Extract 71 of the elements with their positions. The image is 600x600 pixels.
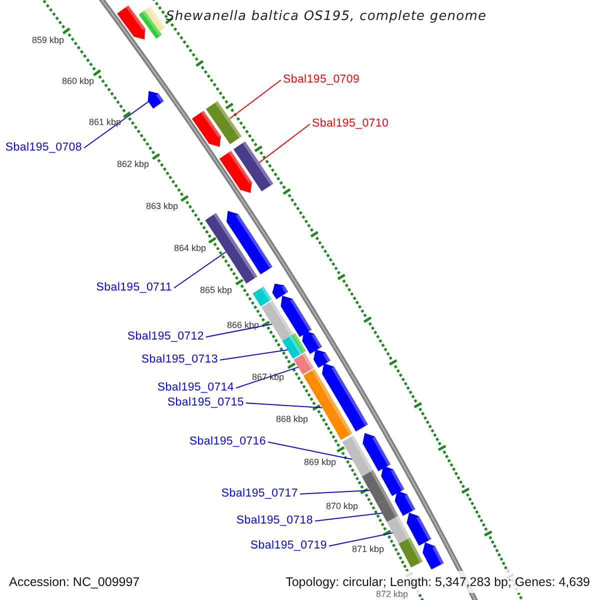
gene-block — [362, 432, 391, 472]
gene-label: Sbal195_0715 — [167, 396, 244, 410]
gene-block — [219, 150, 252, 193]
gene-label: Sbal195_0711 — [96, 281, 172, 295]
gene-label: Sbal195_0712 — [127, 330, 204, 344]
scale-label: 866 kbp — [226, 320, 260, 330]
leader-line — [174, 251, 226, 288]
scale-label: 864 kbp — [174, 242, 206, 254]
scale-label: 871 kbp — [352, 544, 384, 554]
gene-block — [386, 516, 410, 544]
gene-block — [406, 512, 432, 546]
gene-label: Sbal195_0714 — [157, 381, 234, 395]
scale-label: 859 kbp — [32, 34, 64, 46]
gene-block — [381, 466, 404, 496]
gene-block — [302, 330, 322, 354]
gene-block — [422, 542, 444, 570]
leader-line — [206, 324, 272, 338]
scale-label: 865 kbp — [200, 284, 232, 296]
gene-label: Sbal195_0709 — [283, 73, 360, 87]
leader-line — [328, 532, 394, 546]
gene-block — [342, 435, 374, 477]
scale-label: 861 kbp — [88, 116, 122, 128]
gene-block — [117, 5, 146, 40]
scale-label: 870 kbp — [326, 500, 358, 512]
gene-block — [144, 6, 166, 32]
gene-block — [282, 335, 302, 359]
gene-block — [261, 300, 294, 341]
gene-label: Sbal195_0713 — [141, 353, 218, 367]
leader-line — [258, 124, 310, 164]
gene-block — [377, 498, 398, 522]
gene-block — [252, 286, 272, 306]
scale-label: 863 kbp — [146, 200, 178, 212]
gene-block — [205, 213, 258, 284]
gene-block — [292, 333, 306, 354]
title: Shewanella baltica OS195, complete genome — [166, 9, 487, 24]
gene-block — [226, 210, 272, 274]
gene-label: Sbal195_0719 — [250, 539, 327, 553]
gene-block — [138, 10, 162, 39]
leader-line — [246, 402, 323, 408]
leader-line — [236, 366, 299, 388]
scale-label: 872 kbp — [376, 588, 408, 600]
gene-label: Sbal195_0718 — [236, 514, 313, 528]
gene-block — [233, 141, 274, 192]
gene-block — [362, 470, 389, 504]
genome-info-text: Topology: circular; Length: 5,347,283 bp; Genes: 4,639 — [286, 575, 590, 589]
leader-line — [314, 512, 383, 522]
scale-label: 869 kbp — [304, 456, 336, 468]
gene-block — [394, 490, 416, 516]
accession-text: Accession: NC_009997 — [9, 575, 140, 589]
leader-line — [220, 349, 288, 360]
gene-label: Sbal195_0717 — [221, 487, 298, 501]
gene-block — [192, 110, 221, 147]
gene-block — [206, 101, 242, 144]
gene-block — [314, 349, 330, 368]
scale-label: 868 kbp — [276, 414, 308, 424]
gene-label: Sbal195_0708 — [5, 141, 82, 155]
scale-label: 862 kbp — [116, 158, 150, 170]
scale-label: 860 kbp — [62, 76, 94, 86]
leader-line — [229, 80, 282, 120]
leader-line — [268, 442, 353, 460]
gene-block — [272, 284, 288, 300]
gene-block — [322, 363, 368, 432]
leader-line — [84, 101, 149, 148]
leader-line — [300, 490, 370, 494]
gene-block — [148, 90, 164, 109]
gene-block — [294, 353, 314, 375]
gene-block — [280, 296, 312, 338]
gene-block — [398, 538, 423, 568]
gene-label: Sbal195_0710 — [312, 117, 389, 131]
scale-label: 867 kbp — [252, 372, 284, 382]
gene-label: Sbal195_0716 — [189, 435, 266, 449]
